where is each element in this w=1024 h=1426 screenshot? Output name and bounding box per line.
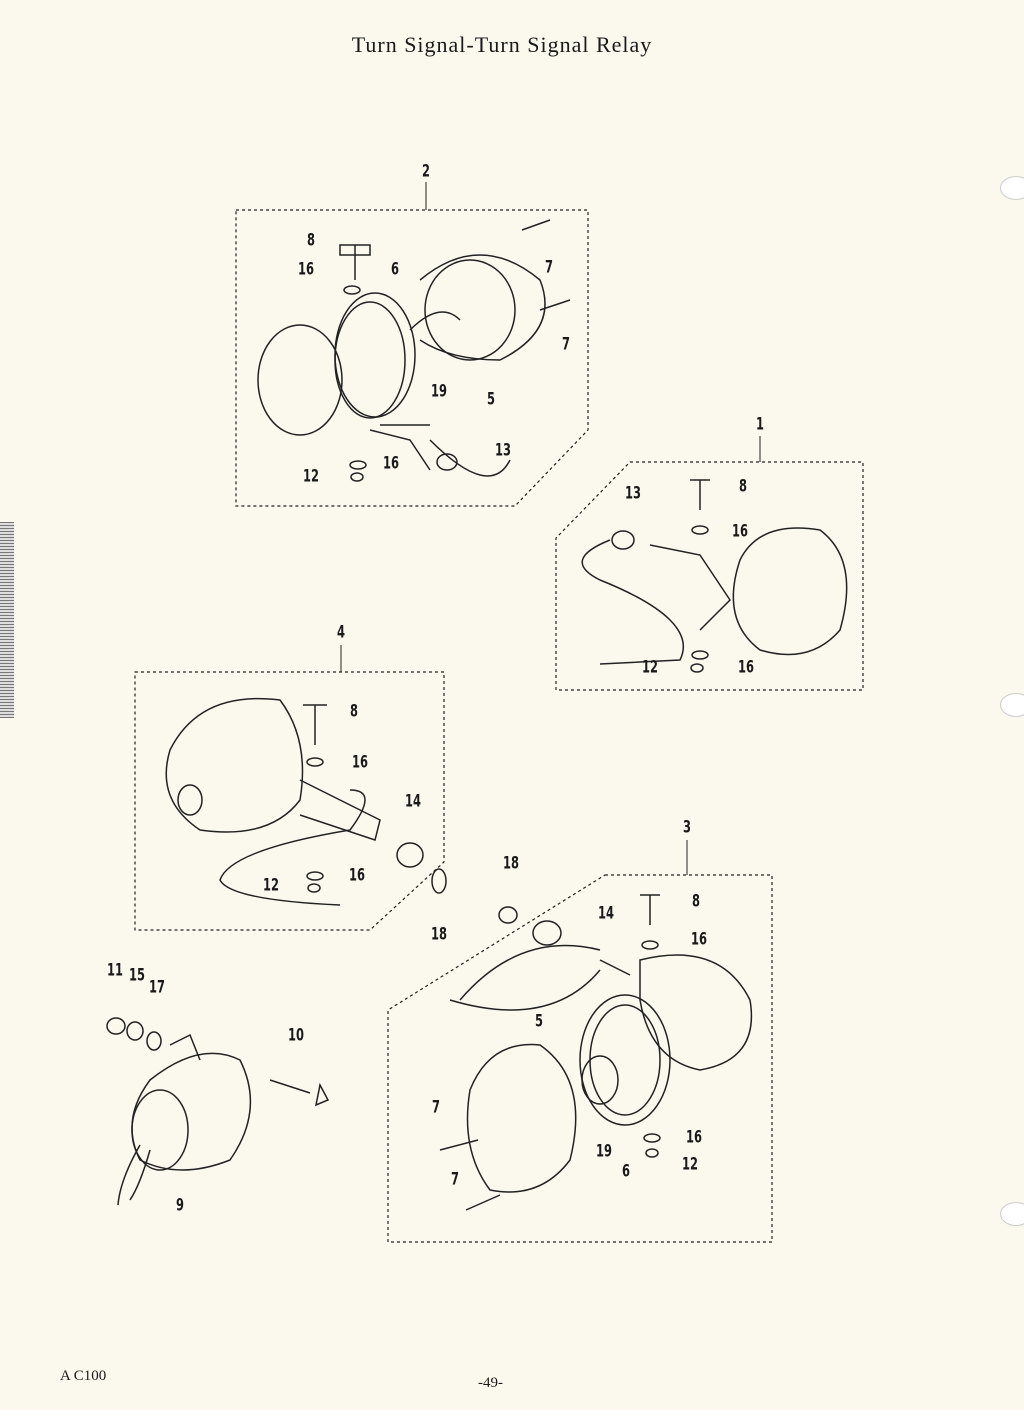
callout-4: 4 xyxy=(337,622,345,643)
callout-19: 19 xyxy=(431,381,447,402)
assembly-4-box xyxy=(134,671,445,931)
leader-lines xyxy=(340,182,761,875)
callout-12: 12 xyxy=(263,875,279,896)
callout-16: 16 xyxy=(349,865,365,886)
page-title: Turn Signal-Turn Signal Relay xyxy=(351,32,653,57)
callout-16: 16 xyxy=(738,657,754,678)
callout-11: 11 xyxy=(107,960,123,981)
callout-15: 15 xyxy=(129,965,145,986)
callout-13: 13 xyxy=(495,440,511,461)
callout-3: 3 xyxy=(683,817,691,838)
callout-12: 12 xyxy=(303,466,319,487)
callout-7: 7 xyxy=(545,257,553,278)
callout-9: 9 xyxy=(176,1195,184,1216)
binding-edge xyxy=(0,522,14,718)
page-number: -49- xyxy=(478,1375,503,1391)
callout-14: 14 xyxy=(405,791,421,812)
callout-7: 7 xyxy=(562,334,570,355)
callout-12: 12 xyxy=(682,1154,698,1175)
callout-8: 8 xyxy=(739,476,747,497)
assembly-1-box xyxy=(555,461,864,691)
turn-signal-lamp-2 xyxy=(257,219,571,482)
assembly-boxes xyxy=(134,209,864,1243)
punch-hole xyxy=(1000,176,1024,200)
callout-8: 8 xyxy=(350,701,358,722)
callout-6: 6 xyxy=(391,259,399,280)
callout-13: 13 xyxy=(625,483,641,504)
callout-16: 16 xyxy=(298,259,314,280)
callout-16: 16 xyxy=(686,1127,702,1148)
callout-16: 16 xyxy=(352,752,368,773)
callout-6: 6 xyxy=(622,1161,630,1182)
punch-hole xyxy=(1000,693,1024,717)
callout-2: 2 xyxy=(422,161,430,182)
callout-16: 16 xyxy=(691,929,707,950)
punch-hole xyxy=(1000,1202,1024,1226)
callout-7: 7 xyxy=(432,1097,440,1118)
callout-17: 17 xyxy=(149,977,165,998)
callout-19: 19 xyxy=(596,1141,612,1162)
turn-signal-lamp-1 xyxy=(581,479,848,673)
page-bottom-edge xyxy=(0,1410,1024,1426)
callout-18: 18 xyxy=(503,853,519,874)
callout-5: 5 xyxy=(487,389,495,410)
assembly-2-box xyxy=(235,209,589,507)
callout-8: 8 xyxy=(692,891,700,912)
model-code: A C100 xyxy=(60,1368,107,1384)
assembly-3-box xyxy=(387,874,773,1243)
callout-10: 10 xyxy=(288,1025,304,1046)
callout-7: 7 xyxy=(451,1169,459,1190)
callout-8: 8 xyxy=(307,230,315,251)
callout-16: 16 xyxy=(383,453,399,474)
callout-18: 18 xyxy=(431,924,447,945)
callout-5: 5 xyxy=(535,1011,543,1032)
turn-signal-relay xyxy=(106,1017,330,1206)
callout-16: 16 xyxy=(732,521,748,542)
callout-14: 14 xyxy=(598,903,614,924)
turn-signal-lamp-3 xyxy=(439,894,753,1211)
turn-signal-lamp-4 xyxy=(165,697,447,906)
callout-12: 12 xyxy=(642,657,658,678)
callout-1: 1 xyxy=(756,414,764,435)
